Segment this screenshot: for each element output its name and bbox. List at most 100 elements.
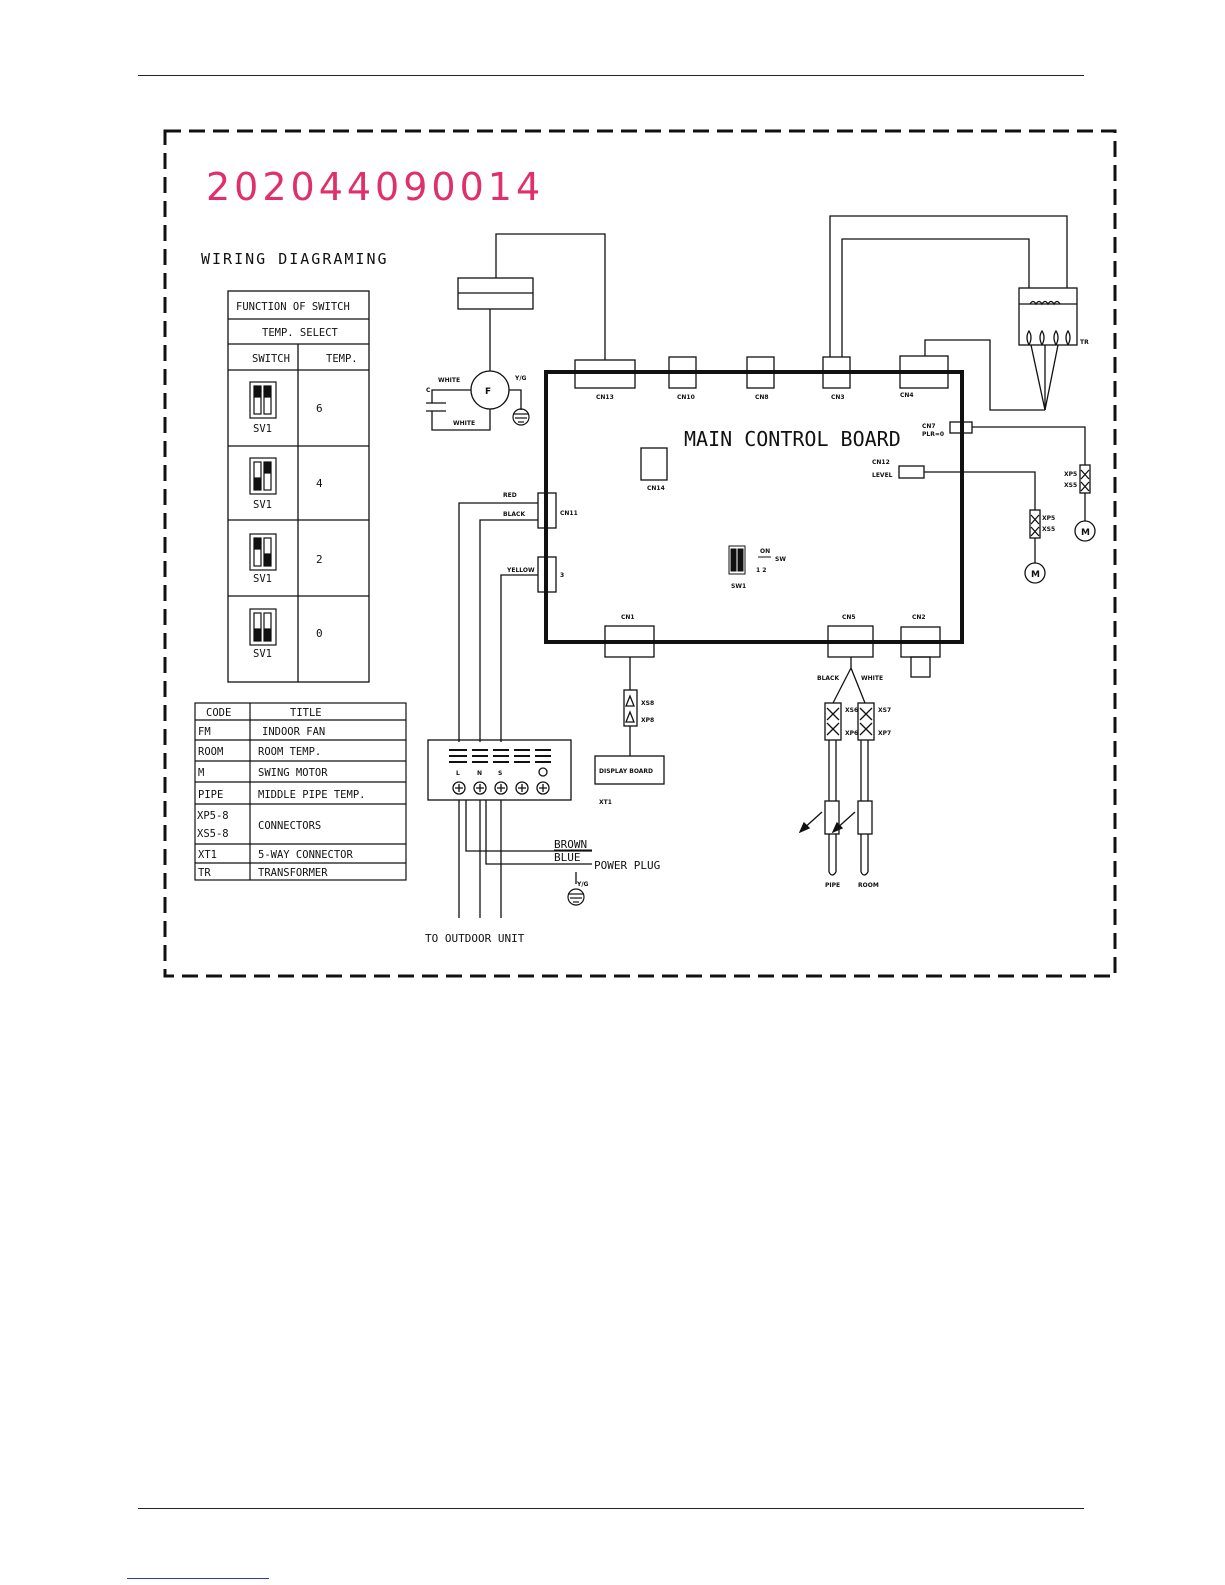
temp-value: 2 (316, 553, 323, 566)
wire-label-red: RED (503, 492, 517, 499)
dip-switch-icon (249, 608, 277, 646)
sensor-wiring (798, 657, 875, 876)
sensor-connector-label: XP7 (878, 730, 891, 737)
code-cell: TR (198, 867, 211, 879)
terminal-name: XT1 (599, 799, 612, 806)
wire-label-white: WHITE (861, 675, 883, 682)
dip-num-label: 1 2 (756, 567, 766, 574)
connector-label: CN8 (755, 394, 769, 401)
title-cell: TRANSFORMER (258, 867, 328, 879)
connector-cn3 (822, 356, 851, 389)
code-cell: FM (198, 726, 211, 738)
connector-label: CN4 (900, 392, 914, 399)
title-col-header: TITLE (290, 707, 322, 719)
display-board-label: DISPLAY BOARD (599, 768, 653, 775)
wire-label-black: BLACK (817, 675, 839, 682)
wire-label-yellow: YELLOW (506, 567, 535, 574)
dip-switch-icon (249, 533, 277, 571)
connector-cn2-stub (910, 656, 931, 678)
connector-cn14 (640, 447, 668, 481)
switch-table (227, 290, 370, 683)
code-cell: PIPE (198, 789, 223, 801)
connector-label: CN10 (677, 394, 695, 401)
switch-label: SV1 (253, 573, 272, 585)
connector-cn11 (537, 492, 557, 529)
code-cell: XT1 (198, 849, 217, 861)
switch-table-heading: FUNCTION OF SWITCH (236, 301, 350, 313)
display-connector-label: XP8 (641, 717, 654, 724)
connector-cn8 (746, 356, 775, 389)
ground-label: Y/G (514, 375, 527, 382)
temp-value: 4 (316, 477, 323, 490)
outdoor-label: TO OUTDOOR UNIT (425, 932, 525, 945)
header-rule (138, 75, 1084, 76)
connector-sub-label: PLR=0 (922, 431, 944, 438)
dip-side-label: SW (775, 556, 786, 563)
capacitor-label: C (426, 387, 431, 394)
room-sensor-label: ROOM (858, 882, 879, 889)
connector-label: CN2 (912, 614, 926, 621)
ground-label: Y/G (576, 881, 589, 888)
fan-wiring (426, 233, 606, 431)
connector-sub-label: LEVEL (872, 472, 893, 479)
code-cell: XP5-8 (197, 810, 229, 822)
title-cell: CONNECTORS (258, 820, 321, 832)
temp-value: 0 (316, 627, 323, 640)
switch-label: SV1 (253, 423, 272, 435)
code-table (194, 702, 407, 881)
sensor-connector-label: XS7 (878, 707, 891, 714)
switch-table-subheading: TEMP. SELECT (262, 327, 339, 339)
connector-label: CN3 (831, 394, 845, 401)
terminal-label: L (456, 770, 460, 777)
connector-label: CN13 (596, 394, 614, 401)
connector-label: CN14 (647, 485, 665, 492)
power-plug-label: POWER PLUG (594, 859, 660, 872)
switch-col-header: SWITCH (252, 353, 290, 365)
terminal-label: S (498, 770, 502, 777)
connector-label: CN5 (842, 614, 856, 621)
board-title: MAIN CONTROL BOARD (684, 427, 901, 451)
terminal-block-xt1 (427, 739, 572, 801)
motor-connector-label: XS5 (1042, 526, 1055, 533)
title-cell: MIDDLE PIPE TEMP. (258, 789, 365, 801)
connector-label: 3 (560, 572, 564, 579)
dashed-frame (163, 129, 1117, 978)
code-cell: M (198, 767, 204, 779)
connector-cn4 (899, 355, 949, 389)
serial-number: 202044090014 (206, 165, 544, 209)
motor-connector-label: XP5 (1064, 471, 1077, 478)
code-cell: XS5-8 (197, 828, 229, 840)
switch-label: SV1 (253, 648, 272, 660)
transformer (829, 215, 1078, 411)
connector-label: CN7 (922, 423, 936, 430)
connector-cn10 (668, 356, 697, 389)
connector-label: CN12 (872, 459, 890, 466)
board-dip-switch (728, 545, 771, 575)
title-cell: ROOM TEMP. (258, 746, 321, 758)
dip-on-label: ON (760, 548, 770, 555)
footer-rule (138, 1508, 1084, 1509)
swing-motor-wiring (924, 426, 1096, 584)
dip-switch-icon (249, 457, 277, 495)
power-wiring (458, 502, 592, 918)
motor-symbol: M (1081, 528, 1090, 538)
sensor-connector-label: XS6 (845, 707, 858, 714)
display-board-wiring (594, 657, 665, 785)
main-control-board (544, 370, 964, 644)
ground-icon (512, 408, 530, 426)
sensor-connector-label: XP6 (845, 730, 858, 737)
code-col-header: CODE (206, 707, 231, 719)
code-cell: ROOM (198, 746, 223, 758)
fan-symbol: F (485, 387, 491, 397)
wire-label-blue: BLUE (554, 851, 581, 864)
dip-label: SW1 (731, 583, 746, 590)
footer-link-underline[interactable] (127, 1578, 269, 1579)
switch-label: SV1 (253, 499, 272, 511)
transformer-label: TR (1080, 339, 1089, 346)
wire-label-brown: BROWN (554, 838, 587, 851)
wire-label-black: BLACK (503, 511, 525, 518)
wire-label-white: WHITE (453, 420, 475, 427)
motor-connector-label: XP5 (1042, 515, 1055, 522)
ground-icon (567, 888, 585, 906)
connector-cn12 (898, 465, 925, 479)
